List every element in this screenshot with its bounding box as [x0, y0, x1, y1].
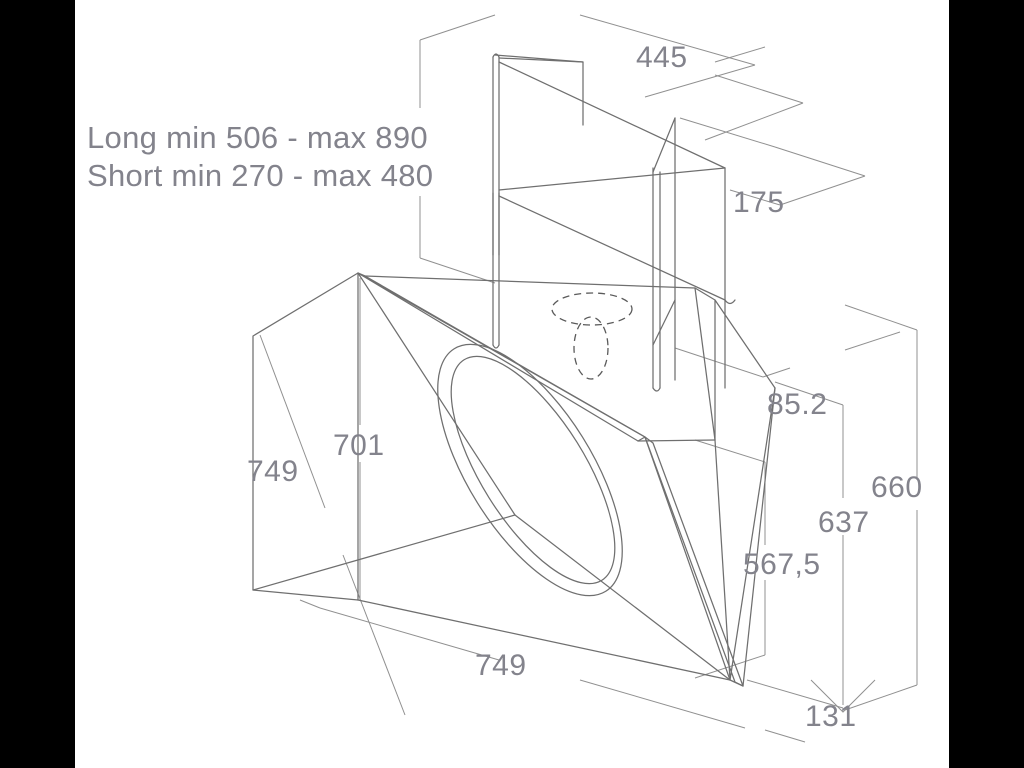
elliptical-panel-group [437, 343, 623, 597]
outlet-top-ellipse [551, 292, 633, 326]
dim-line-749-left-a [259, 334, 326, 509]
chimney-upper-top-face [494, 54, 584, 126]
technical-drawing: Long min 506 - max 890 Short min 270 - m… [87, 14, 923, 743]
dim-label-131: 131 [805, 700, 857, 733]
dim-witness-637-top [774, 381, 844, 406]
dim-label-445: 445 [636, 41, 688, 74]
ellipse-outer [437, 343, 623, 597]
dim-line-175-b [774, 146, 866, 177]
letterbox-bar-left [0, 0, 75, 768]
drawing-labels: Long min 506 - max 890 Short min 270 - m… [87, 41, 923, 733]
dim-line-175-d [729, 189, 781, 206]
hood-bottom-front-edge [357, 599, 731, 681]
dimension-lines [259, 14, 918, 743]
dim-witness-5675-bottom [694, 654, 766, 679]
dim-label-701: 701 [333, 429, 385, 462]
hood-front-left-fold [252, 514, 516, 591]
dim-label-567-5: 567,5 [743, 548, 821, 581]
chimney-upper-top-cap [492, 53, 500, 58]
dim-label-660: 660 [871, 471, 923, 504]
dim-line-175-c [779, 175, 866, 206]
chimney-lower-diagonal [498, 195, 726, 301]
dim-witness-749-bottom-start [299, 599, 321, 609]
note-short-range: Short min 270 - max 480 [87, 158, 433, 193]
dim-line-852-a [674, 347, 764, 378]
dim-label-749-bottom: 749 [475, 649, 527, 682]
chimney-assembly [492, 53, 736, 392]
dim-label-175: 175 [733, 186, 785, 219]
chimney-upper-top-edge2 [498, 57, 584, 63]
dim-line-852-b [762, 367, 791, 378]
hood-front-inclined-panel [357, 272, 731, 681]
dim-leader-445-a [714, 46, 766, 63]
dim-witness-chimney-top [419, 14, 496, 41]
hood-right-wedge-face [714, 299, 776, 681]
dim-label-637: 637 [818, 506, 870, 539]
hood-top-back-edge [364, 275, 716, 301]
dim-witness-445-a [644, 64, 756, 98]
dim-witness-660-top [844, 304, 918, 331]
note-long-range: Long min 506 - max 890 [87, 120, 428, 155]
dim-line-175-a [679, 117, 776, 148]
letterbox-bar-right [949, 0, 1024, 768]
chimney-front-bottom-cap [724, 299, 736, 305]
outlet-side-ellipse [573, 316, 609, 380]
dim-line-749-bottom-b [579, 679, 746, 729]
dim-line-131-a [746, 679, 844, 709]
chimney-right-top-bevel [652, 117, 676, 173]
ellipse-inner [450, 355, 616, 585]
hood-body [252, 272, 776, 687]
hood-right-far-edge [742, 387, 776, 687]
air-outlet-hidden [551, 292, 633, 380]
dim-line-749-left-b [342, 554, 406, 716]
dim-line-445-left [579, 14, 756, 66]
dim-witness-5675-top [694, 439, 766, 463]
dim-leader-445-b [714, 74, 804, 104]
dim-arrowhead-131 [810, 679, 876, 713]
chimney-right-lower-bevel [652, 299, 676, 346]
dim-witness-660-bottom [844, 684, 918, 711]
drawing-canvas: Long min 506 - max 890 Short min 270 - m… [75, 0, 949, 768]
dim-line-852-c [844, 331, 901, 351]
chimney-lower-bottom-cap [492, 344, 500, 349]
dim-witness-chimney-bottom [419, 257, 496, 284]
dim-label-85-2: 85.2 [767, 388, 827, 421]
dim-line-445-right [704, 102, 804, 141]
chimney-right-col-cap [652, 387, 661, 392]
hood-bottom-right-corner [729, 679, 744, 687]
dim-label-749-left: 749 [247, 455, 299, 488]
hood-top-right-vertical [694, 287, 716, 441]
dim-leader-131 [764, 729, 806, 743]
chimney-upper-front-lower [498, 167, 726, 191]
dim-line-749-bottom-a [319, 607, 500, 661]
chimney-upper-diagonal-top [498, 61, 726, 169]
